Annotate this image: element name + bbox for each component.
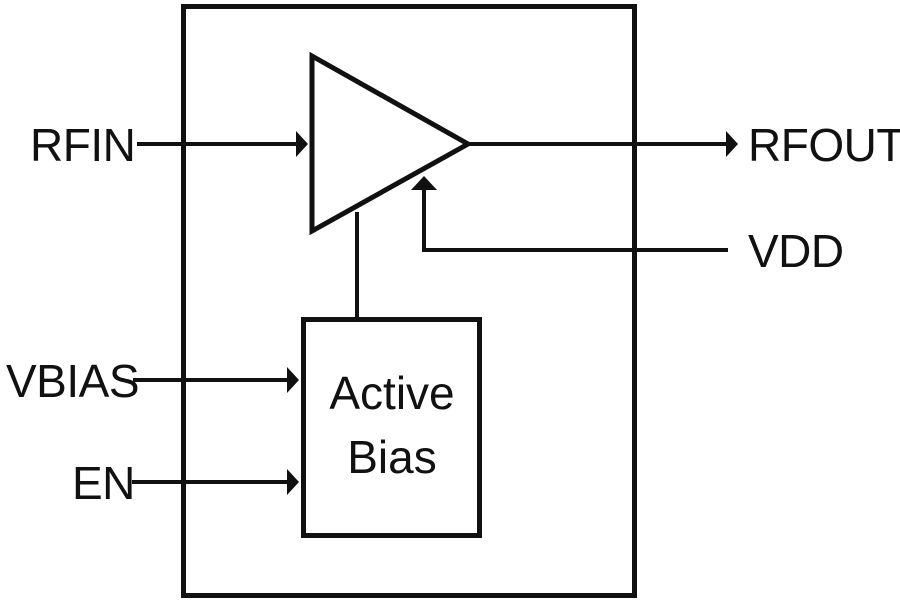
vdd-arrow-icon bbox=[411, 176, 437, 190]
port-label-rfin: RFIN bbox=[30, 119, 135, 171]
en-arrow-icon bbox=[287, 469, 299, 495]
vdd-wire bbox=[422, 190, 728, 252]
rfin-arrow-icon bbox=[296, 131, 308, 157]
port-label-vbias: VBIAS bbox=[6, 355, 139, 407]
port-label-en: EN bbox=[72, 457, 135, 509]
device-package-boundary bbox=[181, 4, 637, 598]
amplifier-triangle bbox=[309, 51, 474, 236]
port-label-vdd: VDD bbox=[748, 225, 844, 277]
vbias-arrow-icon bbox=[287, 367, 299, 393]
active-bias-label-line-1: Active bbox=[329, 367, 454, 419]
rfout-arrow-icon bbox=[726, 131, 738, 157]
port-label-rfout: RFOUT bbox=[748, 119, 900, 171]
active-bias-block bbox=[301, 317, 482, 538]
active-bias-label-line-2: Bias bbox=[347, 431, 436, 483]
